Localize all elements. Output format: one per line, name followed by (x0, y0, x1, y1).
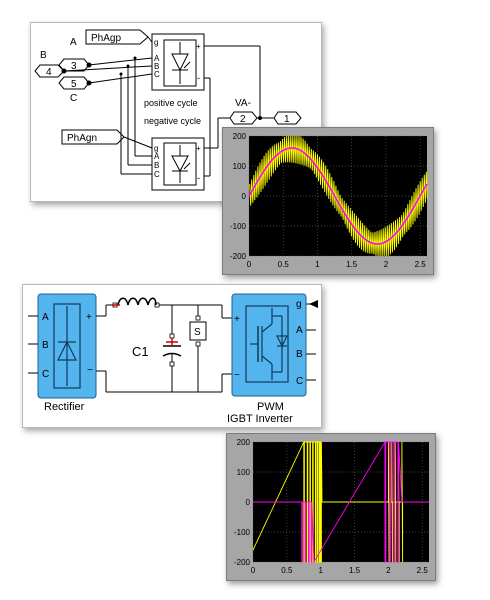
outport-1[interactable] (273, 111, 302, 125)
port-label-c: C (70, 93, 77, 104)
block-top-pin-a: A (154, 54, 160, 63)
rectifier-pin-a: A (42, 312, 49, 323)
series-line-2 (248, 147, 428, 245)
capacitor-label: C1 (132, 344, 149, 359)
rectifier-minus: − (87, 365, 93, 376)
port-label-a: A (70, 37, 77, 48)
rectifier-block[interactable] (37, 293, 97, 399)
inverter-minus: − (234, 370, 240, 381)
rectifier-label: Rectifier (44, 401, 85, 413)
junction-dots (61, 56, 262, 120)
x-tick-label: 2.5 (415, 260, 427, 269)
inductor[interactable] (117, 297, 157, 306)
block-top-pin-b: B (154, 62, 159, 71)
series-line-1 (252, 441, 429, 563)
x-tick-label: 0 (251, 566, 256, 575)
x-tick-label: 0.5 (281, 566, 293, 575)
y-tick-label: -200 (230, 252, 247, 261)
scope-top: 0 0.5 1 1.5 2 2.5 -200 -100 0 100 200 (222, 127, 434, 275)
thyristor-bridge-negative[interactable] (151, 137, 205, 191)
va-minus-label: VA- (235, 98, 251, 109)
negative-cycle-label: negative cycle (144, 116, 201, 126)
x-tick-label: 2 (384, 260, 389, 269)
block-top-pin-c: C (154, 70, 160, 79)
switch-block[interactable] (189, 321, 207, 341)
y-tick-label: 200 (233, 132, 247, 141)
goto-tag-phagn-label: PhAgn (67, 133, 97, 144)
x-tick-label: 0 (247, 260, 252, 269)
switch-label: S (194, 327, 201, 338)
positive-cycle-label: positive cycle (144, 98, 198, 108)
inverter-pin-b: B (296, 349, 303, 360)
goto-tag-phagp-label: PhAgp (91, 33, 121, 44)
rectifier-pin-b: B (42, 340, 49, 351)
block-bottom-pin-a: A (154, 152, 160, 161)
inport-3-label: 3 (71, 61, 77, 72)
block-top-pin-g: g (154, 38, 158, 47)
block-top-plus: + (196, 42, 201, 51)
y-tick-label: 0 (246, 498, 251, 507)
x-tick-label: 1 (318, 566, 323, 575)
port-label-b: B (40, 50, 47, 61)
x-tick-label: 2 (386, 566, 391, 575)
wiring (63, 36, 274, 177)
inport-5-label: 5 (71, 79, 77, 90)
x-tick-label: 1.5 (346, 260, 358, 269)
x-tick-label: 1 (315, 260, 320, 269)
scope-bottom: 0 0.5 1 1.5 2 2.5 -200 -100 0 100 200 (226, 433, 436, 581)
scope-bottom-chart: 0 0.5 1 1.5 2 2.5 -200 -100 0 100 200 (234, 438, 429, 575)
y-tick-label: 0 (242, 192, 247, 201)
y-tick-label: 100 (233, 162, 247, 171)
inport-3[interactable] (58, 58, 90, 72)
inverter-pin-a: A (296, 325, 303, 336)
y-tick-label: -100 (230, 222, 247, 231)
inverter-label-line1: PWM (257, 401, 284, 413)
block-bottom-plus: + (196, 144, 201, 153)
converter-port-squares (112, 302, 201, 367)
y-tick-label: -100 (234, 528, 251, 537)
inverter-pin-c: C (296, 376, 303, 387)
inport-4-label: 4 (46, 67, 52, 78)
scope-top-chart: 0 0.5 1 1.5 2 2.5 -200 -100 0 100 200 (230, 132, 428, 269)
goto-tag-phagp[interactable] (85, 29, 149, 45)
outport-1-label: 1 (284, 114, 290, 125)
y-tick-label: 100 (237, 468, 251, 477)
block-bottom-pin-g: g (154, 144, 158, 153)
inverter-gate-arrow (309, 300, 318, 308)
inport-5[interactable] (58, 76, 90, 90)
series-line-2 (253, 440, 429, 564)
y-tick-label: -200 (234, 558, 251, 567)
x-tick-label: 2.5 (417, 566, 429, 575)
rectifier-plus: + (86, 312, 92, 323)
outport-2[interactable] (229, 111, 258, 125)
inverter-pin-g: g (296, 299, 302, 310)
block-bottom-pin-b: B (154, 161, 159, 170)
thyristor-bridge-positive[interactable] (151, 33, 205, 91)
x-tick-label: 1.5 (349, 566, 361, 575)
pwm-igbt-inverter-block[interactable] (231, 293, 307, 397)
rectifier-pin-c: C (42, 369, 49, 380)
block-top-minus: - (197, 73, 200, 83)
y-tick-label: 200 (237, 438, 251, 447)
inverter-plus: + (234, 314, 240, 325)
block-bottom-minus: - (197, 173, 200, 183)
inport-4[interactable] (34, 64, 65, 78)
outport-2-label: 2 (240, 114, 246, 125)
block-bottom-pin-c: C (154, 170, 160, 179)
x-tick-label: 0.5 (278, 260, 290, 269)
inverter-label-line2: IGBT Inverter (227, 413, 293, 425)
